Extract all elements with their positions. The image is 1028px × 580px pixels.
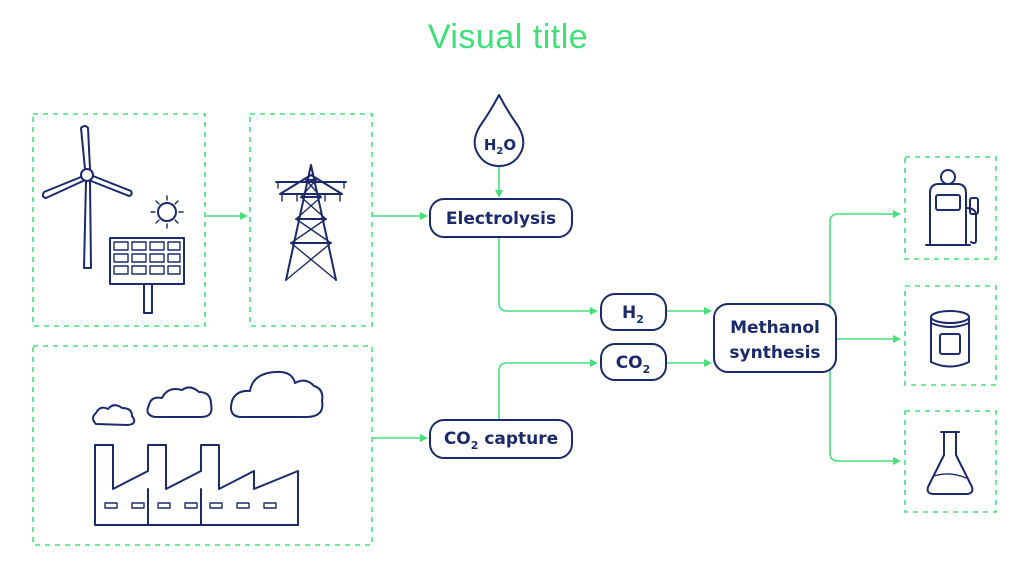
co2-capture-subscript: 2 [471, 439, 479, 452]
solar-panel-icon [109, 237, 185, 314]
co2-capture-node: CO2 capture [429, 419, 573, 459]
co2-capture-suffix: capture [478, 429, 558, 449]
hydrogen-subscript: 2 [636, 313, 644, 326]
power-pylon-icon [275, 164, 347, 281]
flask-icon [926, 431, 974, 495]
water-drop-icon: H2O [473, 94, 525, 167]
svg-text:CO2 capture: CO2 capture [444, 429, 558, 452]
sun-icon [150, 195, 184, 229]
hydrogen-label: H [622, 303, 636, 323]
wind-turbine-icon [41, 125, 133, 269]
carbon-dioxide-subscript: 2 [643, 363, 651, 376]
chemical-output-frame [904, 410, 997, 513]
factory-icon [94, 444, 299, 526]
svg-text:CO2: CO2 [616, 353, 651, 376]
co2-capture-co-label: CO [444, 429, 471, 449]
water-h-label: H [484, 136, 497, 154]
methanol-synthesis-node: Methanol synthesis [713, 303, 837, 373]
electrolysis-node: Electrolysis [429, 198, 573, 238]
flow-arrows [205, 166, 901, 465]
synthesis-label: synthesis [729, 343, 820, 363]
cloud-icon [92, 370, 324, 426]
carbon-dioxide-label: CO [616, 353, 643, 373]
svg-text:H2: H2 [622, 303, 644, 326]
fuel-pump-icon [925, 169, 979, 246]
hydrogen-node: H2 [600, 293, 667, 331]
methanol-label: Methanol [730, 318, 820, 338]
diagram-title: Visual title [427, 18, 589, 56]
drum-output-frame [904, 285, 997, 386]
carbon-dioxide-node: CO2 [600, 343, 667, 381]
fuel-output-frame [904, 156, 997, 260]
renewables-frame [32, 113, 206, 327]
grid-frame [249, 113, 373, 327]
drum-icon [930, 310, 970, 368]
svg-text:H2O: H2O [484, 136, 516, 157]
water-o-label: O [503, 136, 516, 154]
water-subscript: 2 [496, 146, 503, 157]
electrolysis-label: Electrolysis [446, 209, 556, 229]
